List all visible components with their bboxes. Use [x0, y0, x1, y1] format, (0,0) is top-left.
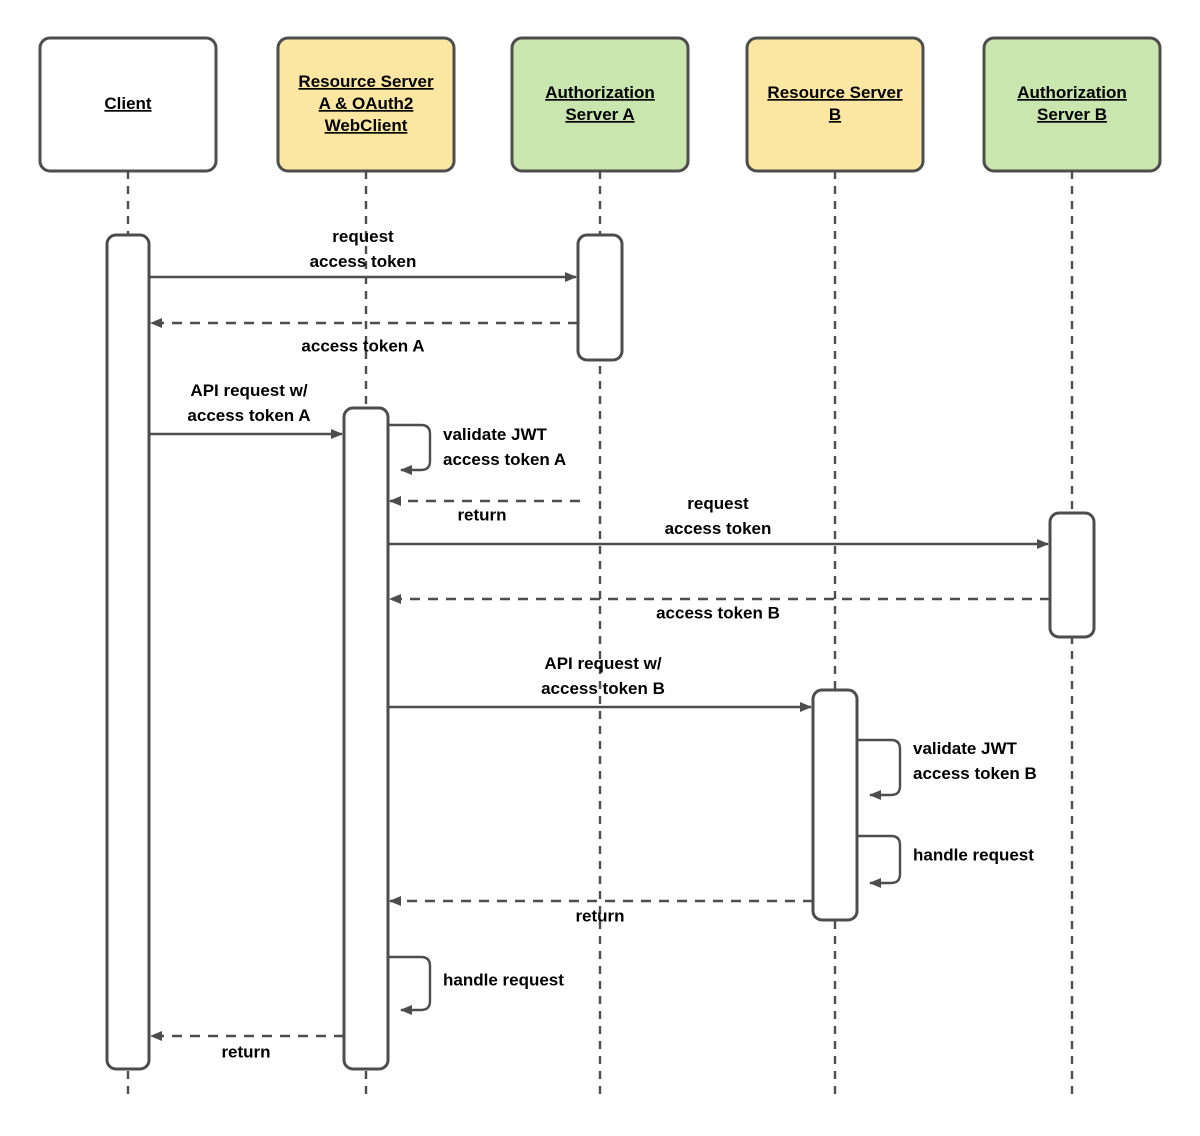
msg-return-client-label: return [221, 1042, 270, 1061]
participant-label-authorization-server-b: Server B [1037, 105, 1107, 124]
participant-label-resource-server-a: WebClient [325, 116, 408, 135]
msg-handle-request-a[interactable]: handle request [388, 955, 564, 1015]
msg-request-access-token-a-label: request [332, 227, 394, 246]
activations-layer [105, 233, 1096, 1071]
msg-api-request-token-a-label: API request w/ [190, 381, 307, 400]
msg-return-b[interactable]: return [389, 896, 813, 925]
participant-label-resource-server-a: A & OAuth2 [319, 94, 414, 113]
participant-label-client: Client [104, 94, 152, 113]
msg-handle-request-a-line [388, 955, 432, 1015]
activation-authorization-server-b[interactable] [1048, 511, 1096, 639]
msg-validate-jwt-a-line [388, 423, 432, 475]
participant-label-resource-server-b: B [829, 105, 841, 124]
msg-validate-jwt-b-label: validate JWT [913, 739, 1018, 758]
activation-resource-server-b[interactable] [811, 688, 859, 922]
msg-validate-jwt-b-label: access token B [913, 764, 1037, 783]
msg-request-access-token-b-label: access token [665, 519, 772, 538]
msg-access-token-a[interactable]: access token A [150, 318, 578, 355]
msg-validate-jwt-a[interactable]: validate JWT access token A [388, 423, 566, 475]
participant-label-authorization-server-b: Authorization [1017, 83, 1127, 102]
msg-api-request-token-a-label: access token A [187, 406, 310, 425]
participant-label-authorization-server-a: Server A [565, 105, 634, 124]
participant-label-resource-server-a: Resource Server [298, 72, 434, 91]
msg-api-request-token-b-label: access token B [541, 679, 665, 698]
msg-access-token-b-label: access token B [656, 603, 780, 622]
msg-request-access-token-b-label: request [687, 494, 749, 513]
msg-request-access-token-a[interactable]: request access token [149, 227, 577, 282]
msg-validate-jwt-a-label: validate JWT [443, 425, 548, 444]
msg-access-token-b[interactable]: access token B [389, 594, 1050, 622]
participant-label-resource-server-b: Resource Server [767, 83, 903, 102]
msg-handle-request-b[interactable]: handle request [857, 834, 1034, 888]
msg-validate-jwt-a-label: access token A [443, 450, 566, 469]
msg-validate-jwt-b-line [857, 738, 902, 800]
msg-request-access-token-b[interactable]: request access token [388, 494, 1049, 549]
participant-client[interactable]: Client [38, 36, 218, 173]
activation-client[interactable] [105, 233, 151, 1071]
activation-authorization-server-a[interactable] [576, 233, 624, 362]
msg-validate-jwt-b[interactable]: validate JWT access token B [857, 738, 1037, 800]
participant-label-authorization-server-a: Authorization [545, 83, 655, 102]
msg-request-access-token-a-label: access token [310, 252, 417, 271]
activation-resource-server-a[interactable] [342, 406, 390, 1071]
msg-access-token-a-label: access token A [301, 336, 424, 355]
msg-handle-request-b-line [857, 834, 902, 888]
msg-api-request-token-a[interactable]: API request w/access token A [149, 381, 343, 439]
msg-return-b-label: return [575, 906, 624, 925]
msg-return-client[interactable]: return [150, 1031, 344, 1061]
msg-handle-request-b-label: handle request [913, 845, 1034, 864]
participants-layer: Client Resource Server A & OAuth2WebClient… [38, 36, 1162, 173]
msg-return-validate-a[interactable]: return [389, 496, 580, 524]
msg-api-request-token-b[interactable]: API request w/access token B [388, 654, 812, 712]
msg-api-request-token-b-label: API request w/ [544, 654, 661, 673]
msg-handle-request-a-label: handle request [443, 970, 564, 989]
msg-return-validate-a-label: return [457, 505, 506, 524]
